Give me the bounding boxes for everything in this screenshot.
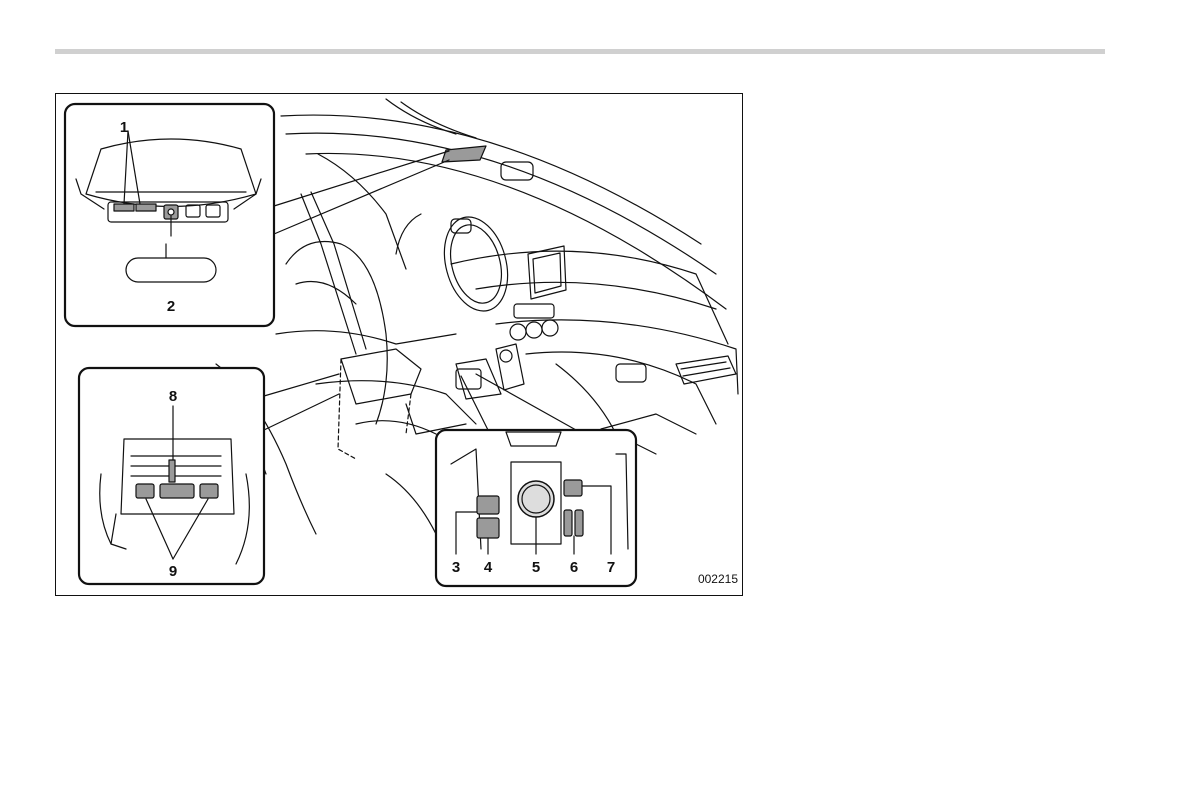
figure-code: 002215 (698, 572, 738, 586)
callout-4: 4 (484, 559, 493, 576)
callout-8: 8 (169, 388, 177, 405)
callout-6: 6 (570, 559, 578, 576)
callout-3: 3 (452, 559, 460, 576)
illustration-svg: 1 2 3 4 5 6 7 8 9 002215 (56, 94, 744, 597)
header-rule (55, 49, 1105, 54)
inset-overhead-console (65, 104, 274, 326)
callout-2: 2 (167, 298, 175, 315)
callout-7: 7 (607, 559, 615, 576)
interior-illustration: 1 2 3 4 5 6 7 8 9 002215 (55, 93, 743, 596)
callout-1: 1 (120, 119, 128, 136)
callout-9: 9 (169, 563, 177, 580)
callout-5: 5 (532, 559, 540, 576)
